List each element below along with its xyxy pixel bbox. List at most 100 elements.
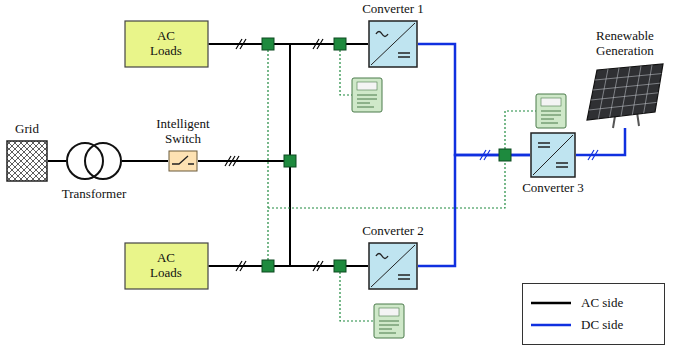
controller-device — [379, 308, 399, 316]
dc-wire — [418, 44, 530, 155]
converter-box-outline — [533, 135, 573, 175]
grid-source-outline — [6, 140, 48, 182]
solar-panel: Renewable Generation — [585, 62, 665, 128]
line-marker — [484, 150, 490, 160]
dc-wire — [418, 155, 530, 266]
controller-device — [374, 304, 404, 338]
controller-device — [357, 95, 377, 107]
converter-box-outline — [531, 133, 575, 177]
legend-row: DC side — [531, 314, 656, 336]
ac-wire — [48, 160, 66, 162]
controller-device — [352, 78, 382, 112]
legend-line — [531, 324, 571, 327]
converter-box-outline — [376, 32, 388, 37]
solar-panel-outline — [587, 64, 663, 120]
controller-device — [379, 321, 399, 333]
controller-device — [536, 94, 566, 128]
ac-wire — [122, 160, 168, 162]
measurement-node — [262, 38, 274, 50]
switch-box-outline — [172, 156, 194, 164]
grid-source-outline — [7, 141, 47, 181]
ac-wire — [198, 44, 368, 161]
line-marker — [240, 261, 246, 271]
solar-panel-outline — [632, 66, 641, 115]
legend-line — [531, 302, 571, 305]
grid-source: Grid — [6, 140, 48, 182]
solar-panel-outline — [610, 68, 619, 117]
solar-panel-outline — [644, 65, 652, 113]
legend-label: DC side — [581, 317, 623, 333]
controller-device — [536, 94, 566, 128]
legend-box: AC side DC side — [522, 283, 665, 345]
line-marker — [233, 156, 239, 166]
converter-box: Converter 1 — [368, 20, 418, 68]
converter-box-outline — [376, 254, 388, 259]
legend-row: AC side — [531, 292, 656, 314]
node-label: Converter 2 — [362, 224, 424, 239]
solar-panel-outline — [589, 65, 661, 119]
node-label: Grid — [15, 122, 39, 137]
solar-panel-outline — [595, 74, 661, 80]
switch-box: Intelligent Switch — [168, 150, 198, 172]
measurement-node — [499, 149, 511, 161]
load-box: AC Loads — [124, 242, 209, 290]
controller-device — [357, 82, 377, 90]
controller-device — [352, 78, 382, 112]
controller-device — [374, 304, 404, 338]
transformer-symbol-outline — [66, 138, 122, 184]
load-box-outline — [125, 21, 208, 67]
ac-wire — [198, 44, 290, 161]
controller-device — [541, 98, 561, 106]
dc-wire — [576, 128, 625, 155]
legend-label: AC side — [581, 295, 623, 311]
converter-box-outline — [530, 132, 576, 178]
switch-box-outline — [168, 150, 198, 172]
ac-wire — [198, 161, 290, 266]
converter-box-outline — [368, 242, 418, 290]
transformer-symbol-outline — [85, 143, 121, 179]
node-label: Renewable Generation — [582, 29, 668, 59]
control-link — [268, 50, 536, 321]
legend-line — [531, 298, 571, 308]
controller-device — [541, 111, 561, 123]
legend-line — [531, 320, 571, 330]
measurement-node — [262, 38, 511, 272]
solar-panel-outline — [585, 62, 665, 128]
node-label: AC Loads — [144, 251, 188, 281]
switch-box-outline — [169, 151, 197, 171]
node-label: Intelligent Switch — [146, 117, 220, 147]
control-link — [268, 161, 505, 208]
converter-box-outline — [371, 245, 415, 287]
converter-box-outline — [398, 275, 410, 279]
line-marker — [317, 39, 323, 49]
node-label: Converter 1 — [362, 2, 424, 17]
solar-panel-outline — [589, 102, 657, 110]
measurement-node — [334, 38, 346, 50]
line-marker — [317, 261, 323, 271]
line-marker — [240, 39, 246, 49]
measurement-node — [334, 260, 346, 272]
converter-box: Converter 2 — [368, 242, 418, 290]
node-label: AC Loads — [144, 29, 188, 59]
solar-panel-outline — [591, 93, 658, 100]
line-marker — [225, 39, 323, 271]
ac-wire — [198, 161, 368, 266]
converter-box-outline — [368, 20, 418, 68]
converter-box-outline — [369, 21, 417, 67]
solar-panel-outline — [621, 67, 630, 116]
control-link — [340, 50, 352, 95]
converter-box: Converter 3 — [530, 132, 576, 178]
solar-panel-outline — [598, 69, 608, 119]
transformer-symbol: Transformer — [66, 138, 122, 184]
load-box: AC Loads — [124, 20, 209, 68]
solar-panel-outline — [593, 83, 660, 90]
node-label: Transformer — [62, 187, 127, 202]
measurement-node — [284, 155, 296, 167]
control-link — [267, 50, 268, 260]
converter-box-outline — [371, 23, 415, 65]
measurement-node — [262, 260, 274, 272]
converter-box-outline — [369, 243, 417, 289]
converter-box-outline — [556, 163, 568, 167]
load-box-outline — [125, 243, 208, 289]
